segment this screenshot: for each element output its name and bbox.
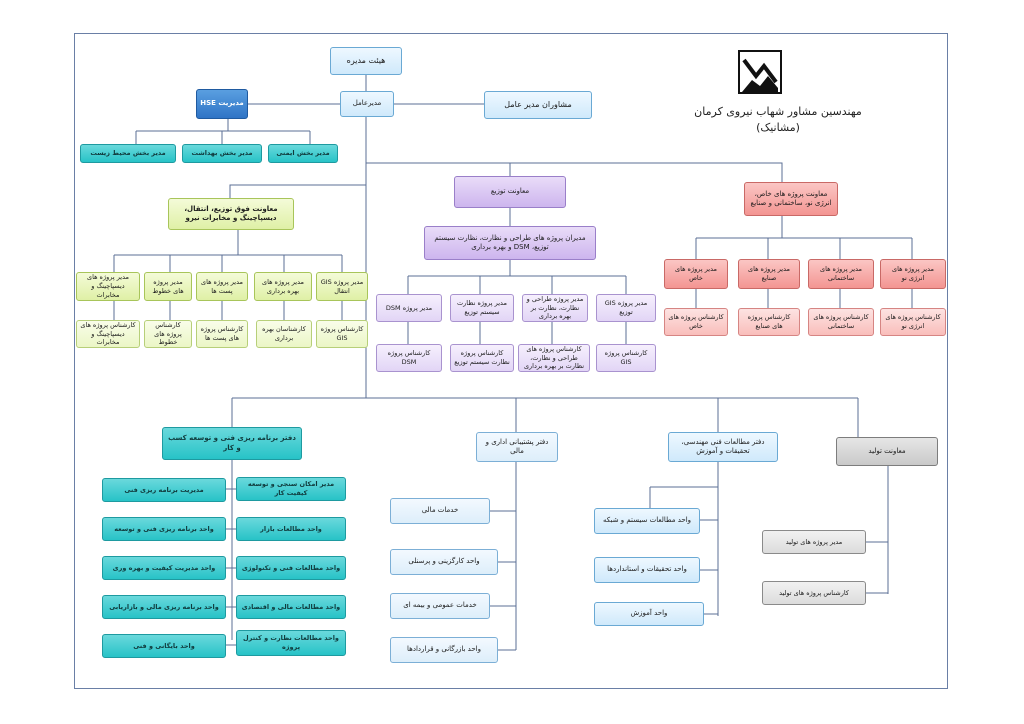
distribution-deputy-box[interactable]: معاونت توزیع [454, 176, 566, 208]
sub-manager-operation-box[interactable]: مدیر پروژه های بهره برداری [254, 272, 312, 301]
production-deputy-box[interactable]: معاونت تولید [836, 437, 938, 466]
chart-frame [74, 33, 948, 689]
planning-left-unit-4[interactable]: واحد مطالعات مالی و اقتصادی [236, 595, 346, 619]
production-expert-box[interactable]: کارشناس پروژه های تولید [762, 581, 866, 605]
board-of-directors-box[interactable]: هیئت مدیره [330, 47, 402, 75]
studies-unit-system[interactable]: واحد مطالعات سیستم و شبکه [594, 508, 700, 534]
support-unit-general[interactable]: خدمات عمومی و بیمه ای [390, 593, 490, 619]
special-manager-industry-box[interactable]: مدیر پروژه های صنایع [738, 259, 800, 289]
support-unit-personnel[interactable]: واحد کارگزینی و پرسنلی [390, 549, 498, 575]
planning-left-unit-1[interactable]: مدیر امکان سنجی و توسعه کیفیت کار [236, 477, 346, 501]
planning-right-unit-4[interactable]: واحد برنامه ریزی مالی و بازاریابی [102, 595, 226, 619]
special-projects-deputy-box[interactable]: معاونت پروژه های خاص، انرژی نو، ساختمانی… [744, 182, 838, 216]
dist-manager-system-box[interactable]: مدیر پروژه نظارت سیستم توزیع [450, 294, 514, 322]
planning-left-unit-2[interactable]: واحد مطالعات بازار [236, 517, 346, 541]
company-short-name: (مشانیک) [756, 120, 800, 134]
studies-unit-research[interactable]: واحد تحقیقات و استانداردها [594, 557, 700, 583]
hse-environment-box[interactable]: مدیر بخش محیط زیست [80, 144, 176, 163]
company-name: مهندسین مشاور شهاب نیروی کرمان (مشانیک) [668, 104, 888, 136]
dist-expert-gis-box[interactable]: کارشناس پروژه GIS [596, 344, 656, 372]
sub-expert-substations-box[interactable]: کارشناس پروژه های پست ها [196, 320, 248, 348]
special-manager-special-box[interactable]: مدیر پروژه های خاص [664, 259, 728, 289]
planning-office-box[interactable]: دفتر برنامه ریزی فنی و توسعه کسب و کار [162, 427, 302, 460]
special-expert-renewable-box[interactable]: کارشناس پروژه های انرژی نو [880, 308, 946, 336]
distribution-managers-box[interactable]: مدیران پروژه های طراحی و نظارت، نظارت سی… [424, 226, 596, 260]
planning-left-unit-5[interactable]: واحد مطالعات نظارت و کنترل پروژه [236, 630, 346, 656]
special-expert-building-box[interactable]: کارشناس پروژه های ساختمانی [808, 308, 874, 336]
dist-manager-design-box[interactable]: مدیر پروژه طراحی و نظارت، نظارت بر بهره … [522, 294, 588, 322]
planning-left-unit-3[interactable]: واحد مطالعات فنی و تکنولوژی [236, 556, 346, 580]
dist-expert-design-box[interactable]: کارشناس پروژه های طراحی و نظارت، نظارت ب… [518, 344, 590, 372]
hse-management-box[interactable]: مدیریت HSE [196, 89, 248, 119]
special-expert-special-box[interactable]: کارشناس پروژه های خاص [664, 308, 728, 336]
studies-unit-training[interactable]: واحد آموزش [594, 602, 704, 626]
dist-manager-dsm-box[interactable]: مدیر پروژه DSM [376, 294, 442, 322]
sub-expert-gis-box[interactable]: کارشناس پروژه GIS [316, 320, 368, 348]
sub-transmission-deputy-box[interactable]: معاونت فوق توزیع، انتقال، دیسپاچینگ و مخ… [168, 198, 294, 230]
special-manager-renewable-box[interactable]: مدیر پروژه های انرژی نو [880, 259, 946, 289]
sub-manager-dispatching-box[interactable]: مدیر پروژه های دیسپاچینگ و مخابرات [76, 272, 140, 301]
sub-expert-dispatching-box[interactable]: کارشناس پروژه های دیسپاچینگ و مخابرات [76, 320, 140, 348]
support-unit-finance[interactable]: خدمات مالی [390, 498, 490, 524]
support-office-box[interactable]: دفتر پشتیبانی اداری و مالی [476, 432, 558, 462]
special-manager-building-box[interactable]: مدیر پروژه های ساختمانی [808, 259, 874, 289]
special-expert-industry-box[interactable]: کارشناس پروژه های صنایع [738, 308, 800, 336]
dist-expert-dsm-box[interactable]: کارشناس پروژه DSM [376, 344, 442, 372]
sub-manager-substations-box[interactable]: مدیر پروژه های پست ها [196, 272, 248, 301]
sub-expert-operation-box[interactable]: کارشناسان بهره برداری [256, 320, 312, 348]
hse-health-box[interactable]: مدیر بخش بهداشت [182, 144, 262, 163]
planning-right-unit-5[interactable]: واحد بایگانی و فنی [102, 634, 226, 658]
company-full-name: مهندسین مشاور شهاب نیروی کرمان [694, 105, 862, 118]
sub-manager-gis-box[interactable]: مدیر پروژه GIS انتقال [316, 272, 368, 301]
hse-safety-box[interactable]: مدیر بخش ایمنی [268, 144, 338, 163]
ceo-box[interactable]: مدیرعامل [340, 91, 394, 117]
planning-right-unit-1[interactable]: مدیریت برنامه ریزی فنی [102, 478, 226, 502]
sub-expert-lines-box[interactable]: کارشناس پروژه های خطوط [144, 320, 192, 348]
planning-right-unit-3[interactable]: واحد مدیریت کیفیت و بهره وری [102, 556, 226, 580]
planning-right-unit-2[interactable]: واحد برنامه ریزی فنی و توسعه [102, 517, 226, 541]
support-unit-contracts[interactable]: واحد بازرگانی و قراردادها [390, 637, 498, 663]
dist-manager-gis-box[interactable]: مدیر پروژه GIS توزیع [596, 294, 656, 322]
ceo-advisors-box[interactable]: مشاوران مدیر عامل [484, 91, 592, 119]
dist-expert-system-box[interactable]: کارشناس پروژه نظارت سیستم توزیع [450, 344, 514, 372]
sub-manager-lines-box[interactable]: مدیر پروژه های خطوط [144, 272, 192, 301]
production-manager-box[interactable]: مدیر پروژه های تولید [762, 530, 866, 554]
studies-office-box[interactable]: دفتر مطالعات فنی مهندسی، تحقیقات و آموزش [668, 432, 778, 462]
company-logo-icon [738, 50, 782, 94]
